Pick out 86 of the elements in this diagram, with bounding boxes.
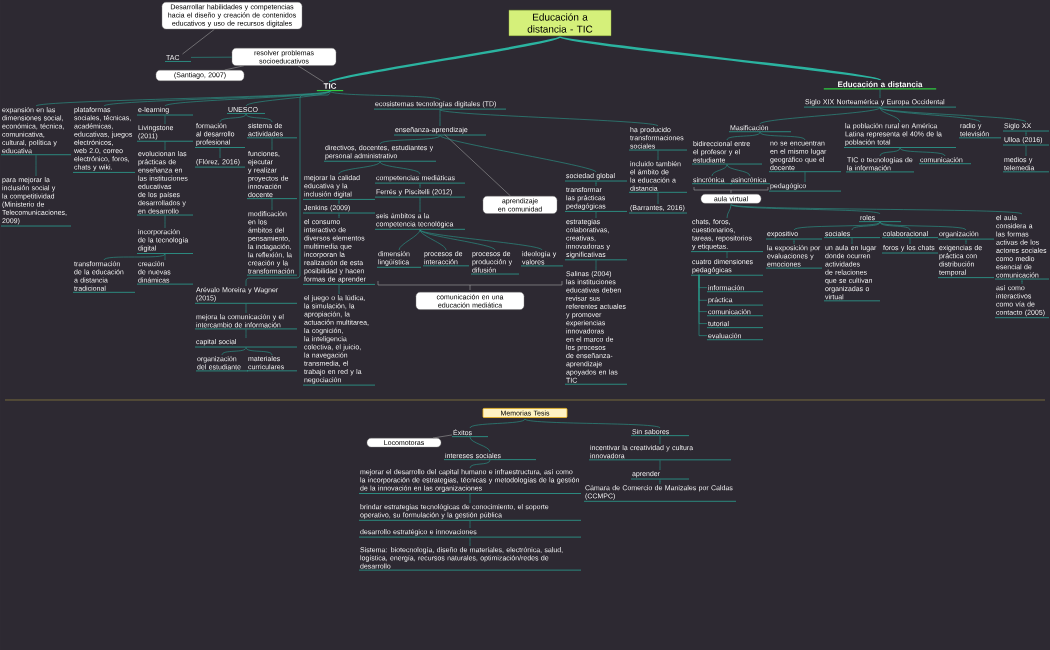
connector-line xyxy=(329,90,441,101)
connector-line xyxy=(419,229,447,251)
connector-line xyxy=(164,141,166,151)
connector-line xyxy=(595,260,597,271)
connector-line xyxy=(711,164,728,177)
connector-line xyxy=(182,29,215,55)
connector-line xyxy=(730,204,1023,215)
connector-line xyxy=(759,131,806,141)
branch-heading: Educación a distancia xyxy=(823,81,937,90)
connector-line xyxy=(164,253,166,261)
connector-line xyxy=(659,460,661,471)
connector-line xyxy=(804,171,806,183)
connector-line xyxy=(659,479,661,485)
connector-line xyxy=(419,229,543,251)
connector-line xyxy=(909,237,911,245)
connector-line xyxy=(103,253,166,261)
connector-line xyxy=(245,303,247,314)
connector-line xyxy=(879,107,1027,123)
connector-line xyxy=(469,418,526,429)
connector-line xyxy=(965,239,967,245)
connector-line xyxy=(338,199,340,205)
connector-line xyxy=(469,537,471,547)
connector-line xyxy=(419,183,421,189)
connector-line xyxy=(595,211,597,219)
connector-line xyxy=(219,147,221,159)
connector-line xyxy=(338,161,381,175)
connector-line xyxy=(726,251,728,259)
connector-line xyxy=(444,134,511,197)
connector-line xyxy=(164,115,166,125)
connector-line xyxy=(879,221,967,231)
connector-line xyxy=(439,135,597,173)
connector-line xyxy=(1021,279,1023,285)
connector-line xyxy=(419,197,421,213)
connector-line xyxy=(245,329,247,339)
connector-line xyxy=(469,459,491,469)
connector-line xyxy=(659,435,661,445)
connector-line xyxy=(879,89,881,99)
connector-line xyxy=(469,436,491,453)
connector-line xyxy=(245,347,273,356)
connector-line xyxy=(851,237,853,245)
connector-line xyxy=(35,154,37,177)
connector-line xyxy=(103,90,331,107)
connector-line xyxy=(224,65,245,71)
connector-line xyxy=(338,284,340,295)
connector-line xyxy=(595,181,597,187)
title-box: Educación a distancia - TIC xyxy=(508,10,612,36)
connector-line xyxy=(271,198,273,211)
connector-line xyxy=(164,215,166,229)
connector-line xyxy=(879,107,981,123)
connector-line xyxy=(759,107,881,125)
connector-line xyxy=(726,164,751,177)
connector-line xyxy=(245,90,331,107)
connector-line xyxy=(297,65,324,83)
connector-line xyxy=(379,135,441,145)
connector-line xyxy=(879,107,901,123)
connector-line xyxy=(559,35,881,82)
connector-line xyxy=(698,274,708,336)
connector-line xyxy=(899,147,946,157)
connector-line xyxy=(219,113,247,123)
connector-line xyxy=(657,150,659,161)
connector-line xyxy=(851,221,881,231)
connector-line xyxy=(726,131,761,141)
connector-line xyxy=(329,35,561,84)
connector-line xyxy=(730,204,881,215)
connector-line xyxy=(271,138,273,151)
connector-line xyxy=(439,109,659,127)
connector-line xyxy=(879,147,901,157)
connector-line xyxy=(657,192,659,205)
branch-heading: TIC xyxy=(316,83,344,92)
connector-line xyxy=(879,221,911,231)
connector-line xyxy=(1025,145,1027,157)
connector-line xyxy=(432,434,453,439)
connector-line xyxy=(726,204,732,219)
connector-line xyxy=(379,161,421,175)
connector-line xyxy=(245,89,331,287)
connector-line xyxy=(190,56,233,58)
connector-line xyxy=(338,213,340,219)
connector-line xyxy=(793,239,795,245)
connector-line xyxy=(221,347,247,356)
connector-line xyxy=(1025,131,1027,137)
connector-line xyxy=(398,229,421,251)
connector-line xyxy=(439,109,441,127)
connector-line xyxy=(524,418,661,429)
connector-line xyxy=(245,113,273,123)
connector-line xyxy=(469,493,471,504)
connector-line xyxy=(793,221,881,231)
